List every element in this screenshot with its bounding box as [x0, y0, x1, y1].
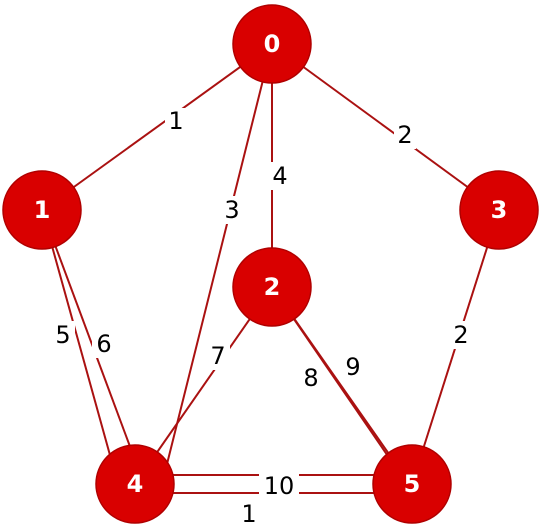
label-bg	[394, 121, 416, 149]
label-bg	[238, 503, 260, 527]
label-bg	[165, 108, 187, 136]
node-circle-5	[372, 444, 452, 524]
edge-2-5-b	[271, 286, 411, 485]
edge-1-4-a	[41, 209, 114, 467]
label-bg	[92, 330, 116, 358]
node-circle-3	[459, 170, 539, 250]
edge-weight-0-2: 4	[272, 162, 287, 190]
node-3: 3	[459, 170, 539, 250]
node-5: 5	[372, 444, 452, 524]
edge-weight-2-4: 7	[210, 342, 225, 370]
node-circle-1	[2, 170, 82, 250]
node-label-0: 0	[264, 30, 281, 58]
edges-layer	[41, 43, 500, 494]
edge-weight-3-5: 2	[453, 321, 468, 349]
node-circle-4	[95, 444, 175, 524]
node-circle-0	[232, 4, 312, 84]
edge-weight-4-5-a: 10	[264, 472, 295, 500]
node-label-3: 3	[491, 196, 508, 224]
label-bg	[221, 196, 245, 224]
edge-1-4-b	[41, 209, 136, 461]
node-label-4: 4	[127, 470, 144, 498]
nodes-layer: 0 1 2 3 4 5	[2, 4, 539, 524]
edge-weight-2-5-a: 8	[303, 364, 318, 392]
edge-weight-2-5-b: 9	[345, 353, 360, 381]
node-circle-2	[232, 247, 312, 327]
edge-weight-1-4-a: 5	[55, 321, 70, 349]
node-0: 0	[232, 4, 312, 84]
edge-2-4	[134, 286, 273, 485]
node-1: 1	[2, 170, 82, 250]
edge-weight-4-5-b: 1	[241, 500, 256, 528]
edge-0-3	[271, 43, 500, 211]
node-label-1: 1	[34, 196, 51, 224]
label-bg	[268, 162, 292, 190]
node-2: 2	[232, 247, 312, 327]
node-label-2: 2	[264, 273, 281, 301]
label-bg	[206, 342, 230, 370]
edge-weight-0-3: 2	[397, 121, 412, 149]
label-bg	[51, 321, 75, 349]
edge-0-4	[161, 43, 273, 485]
edge-weight-1-4-b: 6	[96, 330, 111, 358]
edge-labels-layer: 1 2 4 3 5 6 2 7 8 9 10 1	[51, 107, 473, 528]
label-bg	[341, 353, 365, 381]
label-bg	[299, 364, 323, 392]
edge-0-1	[41, 43, 273, 211]
edge-weight-0-1: 1	[168, 107, 183, 135]
label-bg	[259, 472, 299, 498]
label-bg	[449, 321, 473, 349]
edge-weight-0-4: 3	[224, 196, 239, 224]
node-label-5: 5	[404, 470, 421, 498]
node-4: 4	[95, 444, 175, 524]
